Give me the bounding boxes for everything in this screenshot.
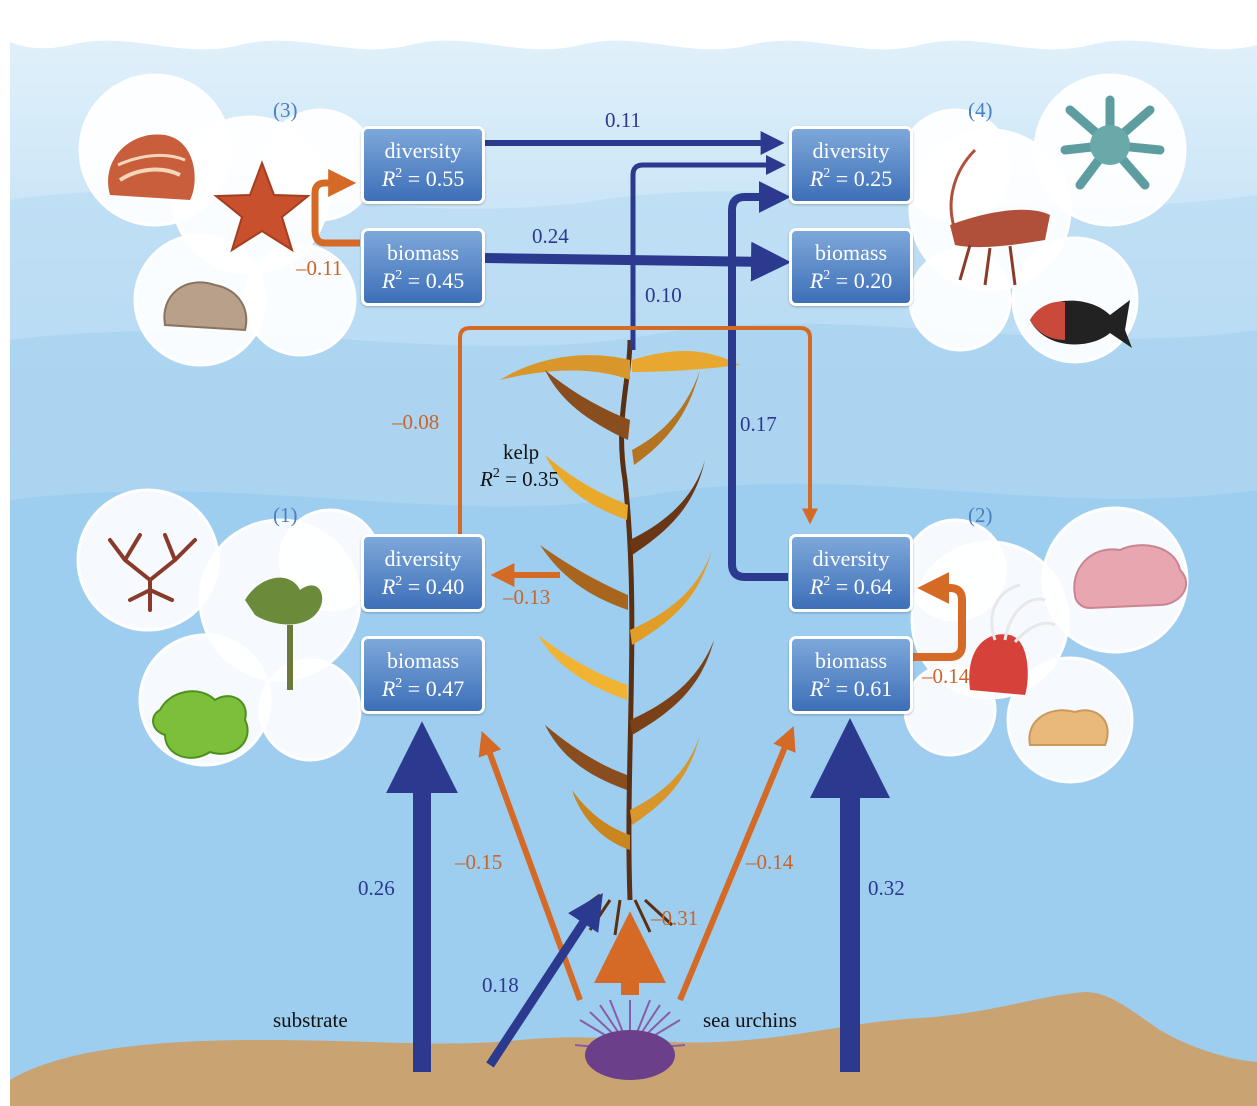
coef-g3bio-g4bio: 0.24 — [532, 224, 569, 249]
coef-g3div-g4div: 0.11 — [605, 108, 641, 133]
group-label-1: (1) — [273, 503, 298, 528]
g4-diversity-title: diversity — [813, 138, 890, 163]
g1-diversity-box: diversity R2 = 0.40 — [361, 534, 485, 612]
g1-biomass-box: biomass R2 = 0.47 — [361, 636, 485, 714]
g1-biomass-title: biomass — [387, 648, 459, 673]
coef-kelp-g4div: 0.10 — [645, 283, 682, 308]
g4-diversity-box: diversity R2 = 0.25 — [789, 126, 913, 204]
g3-biomass-box: biomass R2 = 0.45 — [361, 228, 485, 306]
g2-biomass-title: biomass — [815, 648, 887, 673]
coef-kelp-g1div: –0.13 — [503, 585, 550, 610]
coef-substrate-kelp: 0.18 — [482, 973, 519, 998]
g3-diversity-box: diversity R2 = 0.55 — [361, 126, 485, 204]
orange-coral-illustration — [1029, 710, 1107, 745]
g1-diversity-r2: R2 = 0.40 — [364, 573, 482, 601]
g4-biomass-r2: R2 = 0.20 — [792, 267, 910, 295]
coef-substrate-g2bio: 0.32 — [868, 876, 905, 901]
g3-diversity-title: diversity — [385, 138, 462, 163]
coef-g1div-g2div: –0.08 — [392, 410, 439, 435]
coef-g3bio-g3div: –0.11 — [296, 256, 342, 281]
coef-g2div-g4div: 0.17 — [740, 412, 777, 437]
sea-star-center — [1090, 125, 1130, 165]
substrate-label: substrate — [273, 1008, 348, 1033]
kelp-title: kelp — [503, 440, 539, 465]
sea-urchins-label: sea urchins — [703, 1008, 797, 1033]
g4-biomass-title: biomass — [815, 240, 887, 265]
g2-biomass-box: biomass R2 = 0.61 — [789, 636, 913, 714]
g2-biomass-r2: R2 = 0.61 — [792, 675, 910, 703]
kelp-r2: R2 = 0.35 — [480, 467, 559, 492]
coef-substrate-g1bio: 0.26 — [358, 876, 395, 901]
group-label-3: (3) — [273, 98, 298, 123]
g3-biomass-r2: R2 = 0.45 — [364, 267, 482, 295]
g2-diversity-box: diversity R2 = 0.64 — [789, 534, 913, 612]
pink-coral-illustration — [1074, 545, 1186, 608]
coef-urchins-g1bio: –0.15 — [455, 850, 502, 875]
g4-diversity-r2: R2 = 0.25 — [792, 165, 910, 193]
sea-urchin-body — [585, 1030, 675, 1080]
g3-diversity-r2: R2 = 0.55 — [364, 165, 482, 193]
g1-diversity-title: diversity — [385, 546, 462, 571]
g3-biomass-title: biomass — [387, 240, 459, 265]
coef-urchins-g2bio: –0.14 — [746, 850, 793, 875]
g4-biomass-box: biomass R2 = 0.20 — [789, 228, 913, 306]
coef-urchins-kelp: –0.31 — [651, 906, 698, 931]
group-label-2: (2) — [968, 503, 993, 528]
g1-biomass-r2: R2 = 0.47 — [364, 675, 482, 703]
g2-diversity-r2: R2 = 0.64 — [792, 573, 910, 601]
group-label-4: (4) — [968, 98, 993, 123]
g2-diversity-title: diversity — [813, 546, 890, 571]
coef-g2bio-g2div: –0.14 — [922, 664, 969, 689]
